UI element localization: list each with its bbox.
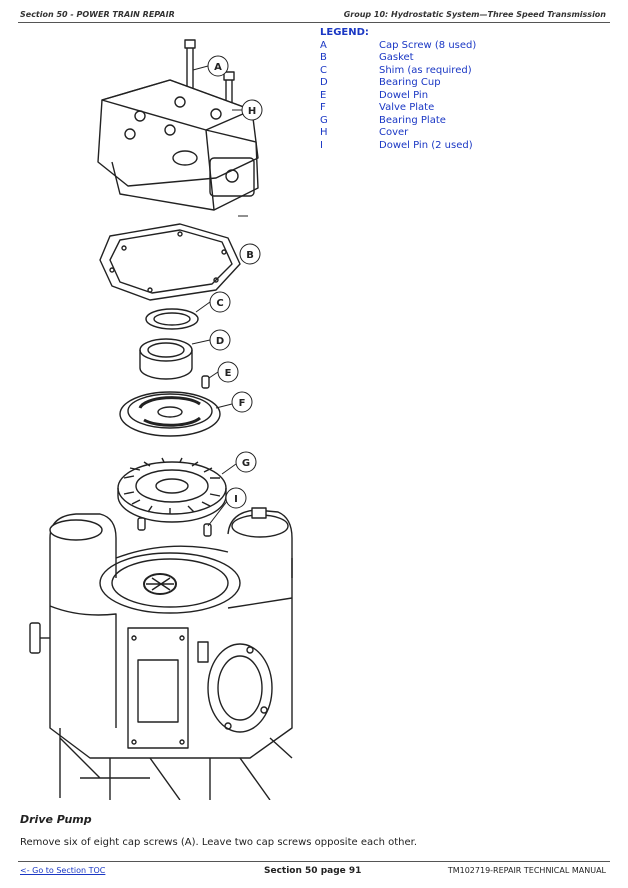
header-divider: [18, 22, 610, 23]
bearing-plate-part: [117, 457, 227, 523]
manual-id: TM102719-REPAIR TECHNICAL MANUAL: [447, 866, 606, 875]
legend-key: I: [320, 139, 323, 151]
go-to-section-toc-link[interactable]: <- Go to Section TOC: [20, 866, 106, 875]
section-header: Section 50 - POWER TRAIN REPAIR: [20, 10, 175, 19]
legend-key: C: [320, 64, 327, 76]
legend-item: I Dowel Pin (2 used): [320, 140, 476, 153]
callout-circle: [241, 99, 263, 121]
legend-item: C Shim (as required): [320, 65, 476, 78]
footer-divider: [18, 861, 610, 862]
callout-circle: [217, 361, 239, 383]
callout-d-label: D: [216, 336, 224, 347]
callout-circle: [225, 487, 247, 509]
legend-item: H Cover: [320, 127, 476, 140]
callout-g-label: G: [242, 458, 250, 469]
pump-housing-part: [29, 507, 293, 800]
cover-part: [97, 79, 259, 211]
callout-circle: [231, 391, 253, 413]
legend-item: D Bearing Cup: [320, 77, 476, 90]
callout-circle: [207, 55, 229, 77]
legend-item: B Gasket: [320, 52, 476, 65]
legend: LEGEND: A Cap Screw (8 used) B Gasket C Shi…: [320, 27, 476, 152]
callout-f-label: F: [239, 398, 246, 409]
callout-i-label: I: [234, 494, 238, 505]
gasket-part: [99, 223, 241, 301]
legend-key: G: [320, 114, 328, 126]
legend-item: A Cap Screw (8 used): [320, 40, 476, 53]
legend-key: B: [320, 52, 327, 63]
legend-key: A: [320, 39, 327, 51]
legend-key: F: [320, 102, 326, 113]
legend-key: D: [320, 77, 328, 88]
page-number: Section 50 page 91: [264, 866, 362, 876]
legend-label: Bearing Cup: [379, 77, 441, 88]
valve-plate-part: [119, 391, 221, 437]
callout-b-label: B: [246, 250, 254, 261]
callout-e-label: E: [225, 368, 232, 379]
legend-item: E Dowel Pin: [320, 90, 476, 103]
legend-title: LEGEND:: [320, 27, 369, 38]
exploded-pump-drawing: A H B C D E F G I: [29, 39, 293, 800]
bearing-cup-part: [139, 338, 193, 380]
dowel-pin-pair-part: [137, 517, 212, 537]
legend-label: Valve Plate: [379, 102, 435, 113]
dowel-pin-part: [201, 375, 210, 389]
callout-circle: [209, 291, 231, 313]
group-header: Group 10: Hydrostatic System—Three Speed…: [343, 10, 606, 19]
callout-circle: [209, 329, 231, 351]
callout-circle: [239, 243, 261, 265]
legend-label: Dowel Pin (2 used): [379, 139, 473, 151]
callout-a-label: A: [214, 62, 222, 73]
figure-caption: Drive Pump: [20, 813, 92, 826]
legend-label: Dowel Pin: [379, 89, 429, 101]
callout-circle: [235, 451, 257, 473]
legend-label: Cap Screw (8 used): [379, 39, 477, 51]
callout-h-label: H: [248, 106, 256, 117]
legend-label: Bearing Plate: [379, 114, 446, 126]
callout-c-label: C: [216, 298, 223, 309]
legend-key: E: [320, 89, 327, 101]
legend-item: F Valve Plate: [320, 102, 476, 115]
instruction-text: Remove six of eight cap screws (A). Leav…: [20, 837, 418, 848]
legend-label: Gasket: [379, 52, 414, 63]
legend-label: Cover: [379, 127, 409, 138]
legend-key: H: [320, 127, 328, 138]
legend-label: Shim (as required): [379, 64, 472, 76]
legend-item: G Bearing Plate: [320, 115, 476, 128]
shim-part: [145, 308, 199, 330]
